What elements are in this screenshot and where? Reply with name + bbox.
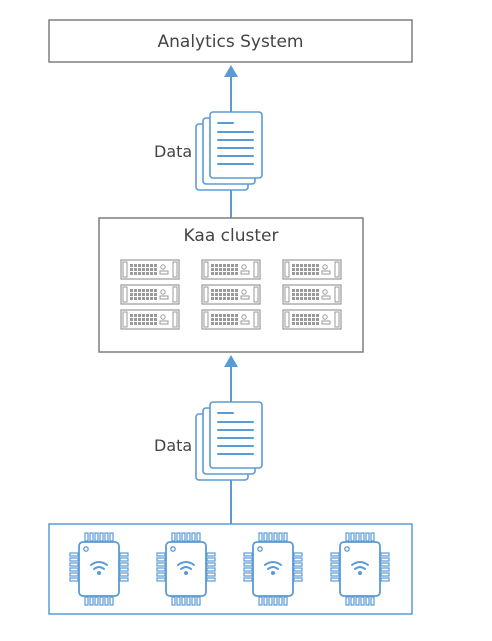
analytics-system-title: Analytics System <box>158 32 304 52</box>
server-rack-grid <box>120 259 342 330</box>
iot-device-icon <box>156 532 216 606</box>
iot-device-icon <box>243 532 303 606</box>
iot-device-icon <box>69 532 129 606</box>
server-icon <box>120 284 180 305</box>
upper-document-icon <box>195 111 263 191</box>
server-icon <box>282 259 342 280</box>
server-rack-3 <box>282 259 342 330</box>
server-icon <box>282 284 342 305</box>
upper-arrowhead <box>224 65 238 77</box>
server-rack-2 <box>201 259 261 330</box>
server-icon <box>282 309 342 330</box>
kaa-cluster-title: Kaa cluster <box>184 226 279 246</box>
lower-data-label: Data <box>154 436 192 455</box>
iot-device-icon <box>330 532 390 606</box>
server-icon <box>120 309 180 330</box>
server-rack-1 <box>120 259 180 330</box>
server-icon <box>201 309 261 330</box>
lower-document-icon <box>195 401 263 481</box>
server-icon <box>120 259 180 280</box>
analytics-system-box <box>48 19 413 63</box>
server-icon <box>201 259 261 280</box>
server-icon <box>201 284 261 305</box>
lower-arrowhead <box>224 355 238 367</box>
upper-data-label: Data <box>154 142 192 161</box>
